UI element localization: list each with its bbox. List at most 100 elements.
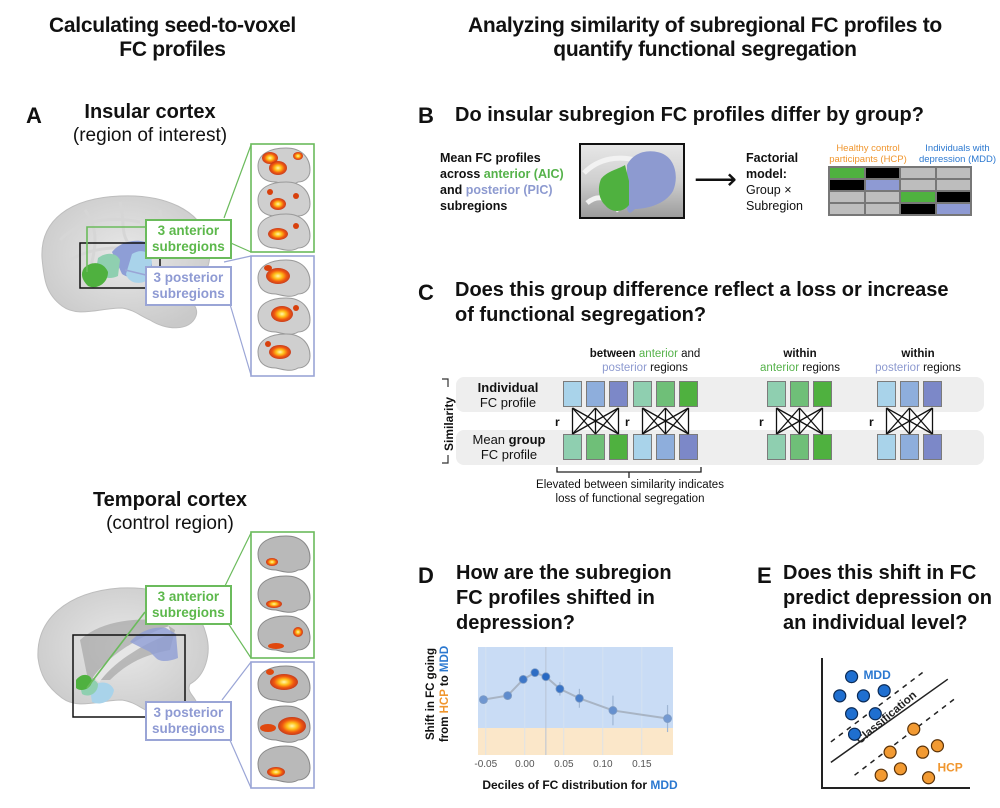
matrix-cell-gray [900, 167, 936, 179]
desc-line1: Mean FC profiles [440, 151, 541, 165]
desc-line3: and posterior (PIC) [440, 182, 564, 198]
title-line2: predict depression on [783, 587, 992, 609]
col-heading-line2: posterior regions [863, 361, 973, 375]
word: regions [919, 362, 961, 374]
temporal-title: Temporal cortex [92, 489, 248, 511]
r-label: r [759, 415, 764, 429]
correlation-line [642, 407, 689, 435]
r-label: r [555, 415, 560, 429]
posterior-pic-label: posterior (PIC) [465, 183, 553, 197]
chart-x-axis-label: Deciles of FC distribution for MDD [470, 778, 690, 792]
word: from [439, 713, 451, 743]
panel-c-title-line1: Does this group difference reflect a los… [455, 279, 949, 301]
right-header-line2: quantify functional segregation [553, 38, 857, 61]
insula-heading: Insular cortex (region of interest) [60, 100, 240, 148]
x-tick-label: 0.10 [593, 759, 613, 770]
group-profile-tile-midgreen [586, 434, 605, 460]
word: regions [799, 362, 840, 374]
insula-roi-overlay [81, 240, 152, 288]
matrix-cell-black [829, 179, 865, 191]
panel-e-label: E [757, 563, 772, 588]
group-profile-tile-darkgreen [813, 434, 832, 460]
anterior-word: anterior [638, 348, 678, 360]
desc-text: across [440, 167, 484, 181]
hcp-line2: participants (HCP) [829, 154, 907, 165]
correlation-line [572, 407, 619, 435]
mdd-point [856, 689, 871, 703]
individual-profile-tile-midgreen [656, 381, 675, 407]
row-label-line1: Mean group [466, 432, 552, 447]
data-point [479, 695, 488, 705]
y-label-line2: from HCP to MDD [438, 624, 452, 764]
box-line2: subregions [152, 721, 225, 736]
panel-d-title: How are the subregion FC profiles shifte… [456, 561, 672, 636]
individual-profile-tile-midblue [586, 381, 605, 407]
individual-profile-tile-midgreen [790, 381, 809, 407]
insula-anterior-subregions-box: 3 anterior subregions [145, 219, 232, 259]
hcp-group-label: Healthy control participants (HCP) [820, 143, 916, 165]
temporal-anterior-subregions-box: 3 anterior subregions [145, 585, 232, 625]
title-line1: How are the subregion [456, 562, 672, 584]
desc-line2: across anterior (AIC) [440, 166, 564, 182]
note-line2: loss of functional segregation [555, 493, 705, 505]
temporal-subtitle: (control region) [106, 513, 234, 534]
individual-profile-tile-lightblue [877, 381, 896, 407]
box-line1: 3 anterior [157, 223, 220, 238]
fc-map-thumbnails [257, 147, 311, 371]
group-profile-tile-lightblue [877, 434, 896, 460]
data-point [503, 691, 513, 700]
insula-zoom-box [79, 242, 161, 289]
matrix-cell-gray [900, 179, 936, 191]
box-line2: subregions [152, 605, 225, 620]
row-label-pre: Mean [472, 432, 509, 447]
box-line1: 3 posterior [153, 705, 224, 720]
x-tick-label: 0.15 [632, 759, 652, 770]
mdd-point [868, 707, 882, 721]
decision-boundary [830, 678, 949, 764]
title-line3: depression? [456, 612, 575, 634]
mdd-word: MDD [439, 645, 451, 673]
anterior-word: anterior [760, 362, 800, 374]
model-line1: Factorial [746, 151, 799, 165]
matrix-cell-black [864, 167, 900, 179]
panel-a-label: A [26, 103, 42, 128]
panel-b-description: Mean FC profiles across anterior (AIC) a… [440, 150, 564, 214]
correlation-line [776, 407, 800, 435]
individual-row-background [456, 377, 984, 412]
temporal-zoom-box [72, 634, 186, 718]
margin-line-lower [854, 697, 956, 776]
matrix-cell-green [900, 191, 936, 203]
within-word: within [783, 348, 817, 360]
individual-profile-tile-midblue [900, 381, 919, 407]
similarity-bracket [442, 378, 449, 464]
col-heading-line2: posterior regions [560, 361, 730, 375]
chart-region-hcp [478, 728, 673, 755]
box-line2: subregions [152, 239, 225, 254]
left-section-header: Calculating seed-to-voxel FC profiles [0, 14, 345, 62]
title-line3: an individual level? [783, 612, 968, 634]
group-profile-tile-darkgreen [609, 434, 628, 460]
mdd-word: MDD [650, 778, 678, 792]
word: and [677, 348, 701, 360]
panel-b-label: B [418, 103, 434, 128]
right-section-header: Analyzing similarity of subregional FC p… [420, 14, 990, 62]
posterior-word: posterior [875, 362, 920, 374]
model-line3: Group × [746, 183, 792, 197]
data-point [608, 706, 618, 715]
mdd-line1: Individuals with [925, 143, 990, 154]
mdd-point [833, 689, 847, 703]
hcp-point [893, 762, 908, 776]
hcp-point [883, 745, 897, 759]
insula-roi-closeup-image [579, 143, 685, 219]
row-label-rest: FC profile [479, 395, 537, 410]
between-note: Elevated between similarity indicates lo… [530, 478, 730, 506]
hcp-point [874, 768, 888, 782]
mdd-point [844, 670, 859, 684]
desc-text: and [440, 183, 466, 197]
matrix-cell-gray [935, 167, 971, 179]
hcp-point [930, 739, 945, 753]
individual-profile-tile-darkgreen [813, 381, 832, 407]
data-point [555, 684, 565, 694]
mdd-point [844, 707, 859, 721]
data-point [518, 675, 528, 684]
